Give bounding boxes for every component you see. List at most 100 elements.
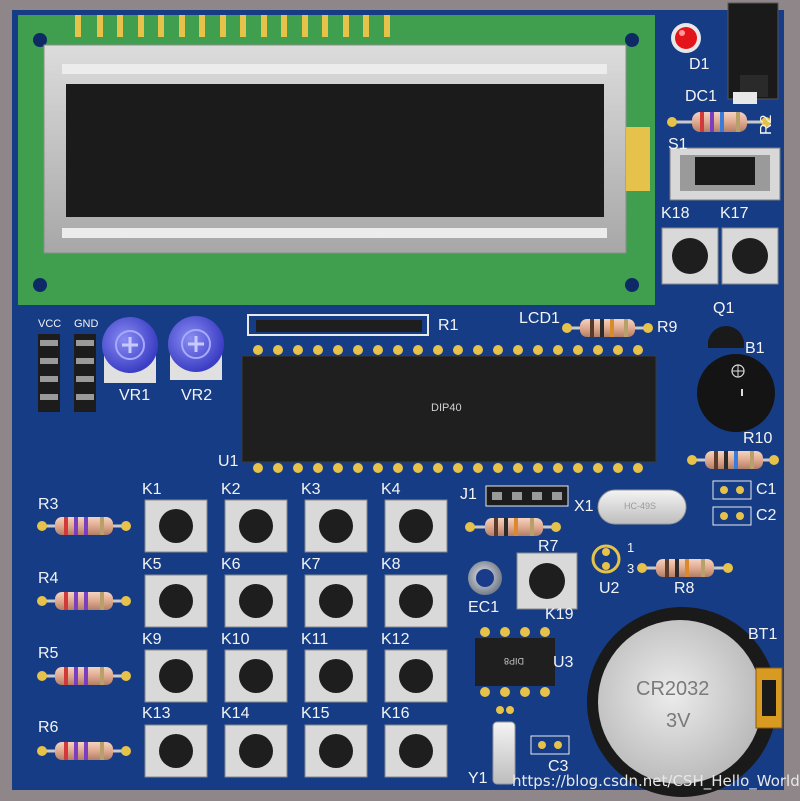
label-k4: K4 bbox=[381, 481, 401, 498]
label-k13: K13 bbox=[142, 705, 171, 722]
label-c2: C2 bbox=[756, 507, 777, 524]
transistor-q1 bbox=[708, 326, 744, 348]
label-vcc: VCC bbox=[38, 318, 62, 330]
key-k10 bbox=[224, 649, 288, 703]
label-k12: K12 bbox=[381, 631, 410, 648]
label-k7: K7 bbox=[301, 556, 321, 573]
chip-u1-marking: DIP40 bbox=[431, 402, 462, 414]
key-k15 bbox=[304, 724, 368, 778]
u2-pin-1: 1 bbox=[627, 540, 635, 555]
label-r9: R9 bbox=[657, 319, 678, 336]
label-k5: K5 bbox=[142, 556, 162, 573]
u2-pin-3: 3 bbox=[627, 561, 635, 576]
buzzer-b1 bbox=[697, 354, 775, 432]
label-k11: K11 bbox=[301, 631, 329, 648]
tact-k17 bbox=[721, 227, 779, 285]
label-k16: K16 bbox=[381, 705, 410, 722]
label-d1: D1 bbox=[689, 56, 710, 73]
label-r8: R8 bbox=[674, 580, 695, 597]
label-c1: C1 bbox=[756, 481, 777, 498]
sensor-u2 bbox=[591, 544, 621, 574]
label-r6: R6 bbox=[38, 719, 59, 736]
led-d1 bbox=[671, 23, 701, 53]
label-dc1: DC1 bbox=[685, 88, 718, 105]
label-j1: J1 bbox=[460, 486, 477, 503]
label-k3: K3 bbox=[301, 481, 321, 498]
resistor-r7-body bbox=[465, 518, 561, 536]
cap-c1 bbox=[712, 480, 752, 500]
label-bt1: BT1 bbox=[748, 626, 778, 643]
dc-jack bbox=[727, 2, 779, 104]
resistor-r10 bbox=[687, 451, 779, 469]
label-u1: U1 bbox=[218, 453, 239, 470]
header-gnd bbox=[74, 334, 96, 412]
header-vcc bbox=[38, 334, 60, 412]
key-k8 bbox=[384, 574, 448, 628]
label-y1: Y1 bbox=[468, 770, 488, 787]
key-k12 bbox=[384, 649, 448, 703]
battery-model: CR2032 bbox=[636, 678, 710, 700]
label-r5: R5 bbox=[38, 645, 59, 662]
label-k18: K18 bbox=[661, 205, 690, 222]
label-x1: X1 bbox=[574, 498, 594, 515]
resistor-r5 bbox=[37, 667, 131, 685]
key-k3 bbox=[304, 499, 368, 553]
crystal-x1-marking: HC-49S bbox=[624, 501, 657, 511]
label-r2: R2 bbox=[758, 114, 775, 135]
battery-voltage: 3V bbox=[666, 710, 691, 732]
tact-k19 bbox=[516, 552, 578, 610]
resistor-network-r1 bbox=[247, 314, 429, 336]
label-k2: K2 bbox=[221, 481, 241, 498]
label-r10: R10 bbox=[743, 430, 773, 447]
jumper-j1 bbox=[485, 485, 569, 507]
lcd-screen bbox=[66, 84, 604, 217]
lcd-module bbox=[18, 15, 655, 305]
label-k17: K17 bbox=[720, 205, 749, 222]
label-k6: K6 bbox=[221, 556, 241, 573]
pot-vr2 bbox=[168, 316, 224, 380]
switch-s1 bbox=[669, 147, 781, 201]
chip-u3-marking: DIP8 bbox=[504, 656, 525, 666]
label-vr2: VR2 bbox=[181, 387, 213, 404]
label-k19: K19 bbox=[545, 606, 574, 623]
resistor-r6 bbox=[37, 742, 131, 760]
resistor-r2 bbox=[667, 112, 771, 132]
label-gnd: GND bbox=[74, 318, 99, 330]
resistor-r8 bbox=[637, 559, 733, 577]
chip-u1 bbox=[241, 355, 657, 463]
key-k4 bbox=[384, 499, 448, 553]
crystal-y1 bbox=[492, 706, 516, 785]
watermark: https://blog.csdn.net/CSH_Hello_World bbox=[512, 772, 800, 790]
resistor-r4 bbox=[37, 592, 131, 610]
label-r4: R4 bbox=[38, 570, 59, 587]
label-k8: K8 bbox=[381, 556, 401, 573]
key-k5 bbox=[144, 574, 208, 628]
label-u2: U2 bbox=[599, 580, 620, 597]
label-s1: S1 bbox=[668, 136, 688, 153]
cap-c3 bbox=[530, 735, 570, 755]
lcd-header-pins bbox=[75, 15, 390, 37]
chip-u3 bbox=[475, 627, 555, 697]
cap-c2 bbox=[712, 506, 752, 526]
label-c3: C3 bbox=[548, 758, 569, 775]
label-lcd1: LCD1 bbox=[519, 310, 560, 327]
key-k2 bbox=[224, 499, 288, 553]
label-r3: R3 bbox=[38, 496, 59, 513]
pot-vr1 bbox=[102, 317, 158, 383]
label-u3: U3 bbox=[553, 654, 574, 671]
key-k13 bbox=[144, 724, 208, 778]
resistor-r9 bbox=[562, 319, 653, 337]
label-k14: K14 bbox=[221, 705, 250, 722]
key-k1 bbox=[144, 499, 208, 553]
label-r7: R7 bbox=[538, 538, 559, 555]
crystal-x1 bbox=[597, 489, 687, 525]
label-k1: K1 bbox=[142, 481, 162, 498]
label-b1: B1 bbox=[745, 340, 765, 357]
label-k10: K10 bbox=[221, 631, 250, 648]
key-k6 bbox=[224, 574, 288, 628]
label-ec1: EC1 bbox=[468, 599, 500, 616]
u1-pins bbox=[253, 345, 643, 473]
key-k16 bbox=[384, 724, 448, 778]
tact-k18 bbox=[661, 227, 719, 285]
